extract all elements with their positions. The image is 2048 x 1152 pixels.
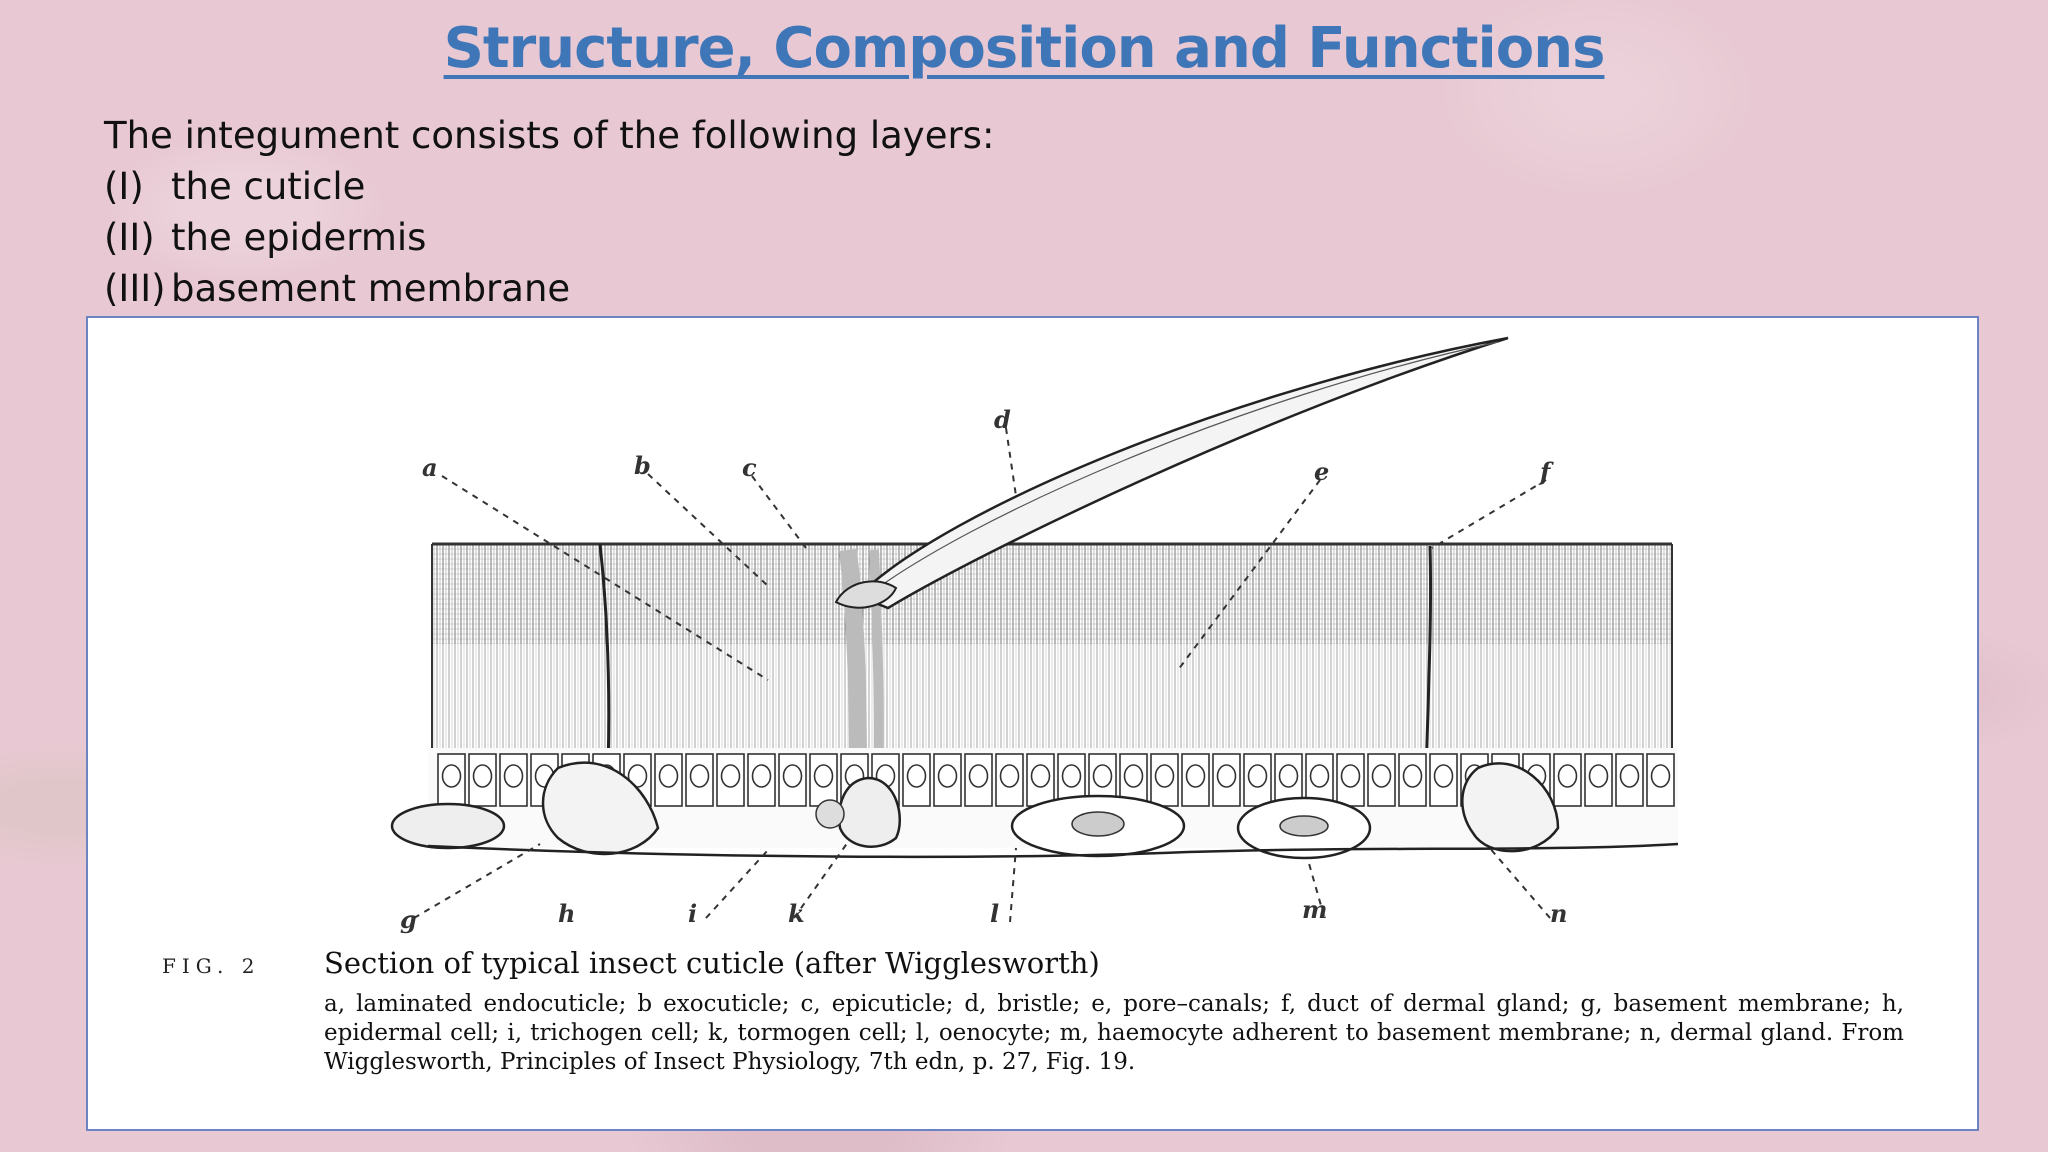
cell-nucleus <box>1123 764 1144 788</box>
layer-list: (I) the cuticle (II) the epidermis (III)… <box>104 161 994 314</box>
layer-label: basement membrane <box>171 267 571 310</box>
cell-nucleus <box>1650 764 1671 788</box>
leader-lines <box>413 427 1551 923</box>
cell-nucleus <box>968 764 989 788</box>
cell-nucleus <box>1154 764 1175 788</box>
cell-nucleus <box>689 764 710 788</box>
label-c: c <box>742 453 757 482</box>
label-h: h <box>558 899 575 928</box>
intro-text: The integument consists of the following… <box>104 114 995 157</box>
cell-nucleus <box>658 764 679 788</box>
label-f: f <box>1538 457 1554 486</box>
cell-nucleus <box>472 764 493 788</box>
cell-nucleus <box>1092 764 1113 788</box>
layer-item: (I) the cuticle <box>104 161 994 212</box>
epidermis-layer <box>390 748 1679 860</box>
cell-nucleus <box>1557 764 1578 788</box>
label-g: g <box>400 905 417 934</box>
cell-nucleus <box>999 764 1020 788</box>
cell-nucleus <box>720 764 741 788</box>
layer-label: the cuticle <box>171 165 366 208</box>
cell-nucleus <box>1061 764 1082 788</box>
cell-nucleus <box>503 764 524 788</box>
label-a: a <box>422 453 438 482</box>
cell-nucleus <box>813 764 834 788</box>
label-k: k <box>788 899 805 928</box>
layer-number: (III) <box>104 267 166 310</box>
figure-number: FIG. 2 <box>162 954 261 978</box>
cell-nucleus <box>1247 764 1268 788</box>
cell-nucleus <box>441 764 462 788</box>
slide-title: Structure, Composition and Functions <box>443 16 1606 81</box>
label-d: d <box>994 405 1011 434</box>
cell-nucleus <box>1278 764 1299 788</box>
bristle <box>834 336 1509 610</box>
figure-panel: a b c d e f g h i k l m n FIG. 2 Section… <box>86 316 1979 1131</box>
figure-title: Section of typical insect cuticle (after… <box>324 946 1100 980</box>
layer-number: (II) <box>104 216 155 259</box>
layer-label: the epidermis <box>171 216 427 259</box>
cell-nucleus <box>1619 764 1640 788</box>
cell-nucleus <box>906 764 927 788</box>
cell-nucleus <box>1216 764 1237 788</box>
cell-nucleus <box>1371 764 1392 788</box>
layer-item: (II) the epidermis <box>104 212 994 263</box>
label-e: e <box>1314 457 1329 486</box>
cell-nucleus <box>1340 764 1361 788</box>
label-l: l <box>990 899 999 928</box>
cell-nucleus <box>782 764 803 788</box>
layer-number: (I) <box>104 165 144 208</box>
cell-nucleus <box>1030 764 1051 788</box>
label-n: n <box>1550 899 1567 928</box>
cell-nucleus <box>751 764 772 788</box>
layer-item: (III) basement membrane <box>104 263 994 314</box>
cell-nucleus <box>1588 764 1609 788</box>
intro-block: The integument consists of the following… <box>104 110 994 314</box>
cell-nucleus <box>1402 764 1423 788</box>
cell-nucleus <box>1309 764 1330 788</box>
figure-caption: a, laminated endocuticle; b exocuticle; … <box>324 991 1904 1075</box>
label-i: i <box>688 899 697 928</box>
cuticle-section-diagram: a b c d e f g h i k l m n <box>390 336 1679 934</box>
label-m: m <box>1302 895 1327 924</box>
cell-nucleus <box>1185 764 1206 788</box>
label-b: b <box>634 451 651 480</box>
cell-nucleus <box>1433 764 1454 788</box>
cell-nucleus <box>937 764 958 788</box>
